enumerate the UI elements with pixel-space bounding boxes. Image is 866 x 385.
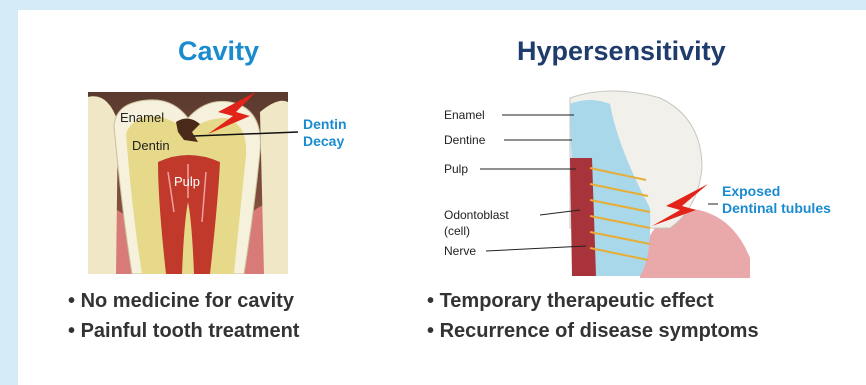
list-item: No medicine for cavity (68, 286, 299, 316)
cavity-tooth-illustration: Enamel Dentin Pulp Dentin Decay (88, 92, 373, 274)
side-tooth (260, 101, 288, 274)
label-nerve: Nerve (444, 244, 476, 258)
label-enamel: Enamel (120, 110, 164, 125)
callout-dentinal-tubules: Dentinal tubules (722, 200, 831, 216)
list-item: Temporary therapeutic effect (427, 286, 759, 316)
callout-dentin: Dentin (303, 116, 347, 132)
label-dentin: Dentin (132, 138, 170, 153)
list-item: Painful tooth treatment (68, 316, 299, 346)
label-pulp: Pulp (174, 174, 200, 189)
hypersensitivity-title: Hypersensitivity (517, 36, 726, 67)
label-odontoblast-cell: (cell) (444, 224, 470, 238)
callout-exposed: Exposed (722, 183, 780, 199)
label-odontoblast: Odontoblast (444, 208, 509, 222)
side-tooth (88, 96, 118, 274)
hypersensitivity-bullet-list: Temporary therapeutic effect Recurrence … (427, 286, 759, 346)
list-item: Recurrence of disease symptoms (427, 316, 759, 346)
label-dentine: Dentine (444, 133, 486, 147)
cavity-title: Cavity (178, 36, 259, 67)
hypersensitivity-tooth-illustration: Enamel Dentine Pulp Odontoblast (cell) N… (440, 88, 862, 278)
label-enamel: Enamel (444, 108, 485, 122)
cavity-bullet-list: No medicine for cavity Painful tooth tre… (68, 286, 299, 346)
label-pulp: Pulp (444, 162, 468, 176)
callout-decay: Decay (303, 133, 344, 149)
